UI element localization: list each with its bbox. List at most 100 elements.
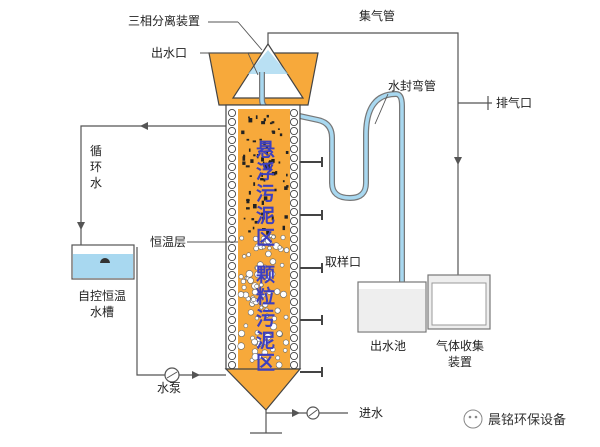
insulation-circle: [289, 324, 299, 334]
suspended-floc: [268, 160, 273, 164]
suspended-floc: [245, 165, 250, 168]
sludge-granule: [282, 339, 289, 346]
label-exhaust: 排气口: [496, 95, 532, 110]
insulation-circle: [289, 333, 299, 343]
sludge-granule: [240, 278, 246, 284]
suspended-floc: [262, 228, 266, 231]
insulation-circle: [289, 288, 299, 298]
sludge-granule: [280, 290, 287, 298]
zone-granular-3: 污: [256, 308, 275, 330]
suspended-floc: [252, 140, 257, 143]
sludge-granule: [259, 282, 264, 288]
suspended-floc: [263, 179, 266, 182]
suspended-floc: [246, 198, 250, 204]
insulation-circle: [289, 108, 299, 118]
sludge-granule: [271, 316, 277, 322]
label-recycle-1: 循: [90, 144, 102, 158]
suspended-floc: [248, 230, 251, 233]
label-effluent-pool: 出水池: [370, 339, 406, 353]
insulation-circle: [227, 225, 237, 235]
suspended-floc: [282, 180, 285, 183]
sludge-granule: [238, 330, 246, 337]
insulation-circle: [289, 198, 299, 208]
sludge-granule: [251, 296, 257, 302]
sludge-granule: [275, 355, 281, 361]
insulation-circle: [227, 153, 237, 163]
sludge-granule: [253, 245, 259, 252]
suspended-floc: [266, 230, 270, 235]
label-three-phase-separator: 三相分离装置: [128, 13, 200, 28]
suspended-floc: [246, 207, 250, 210]
sludge-granule: [282, 348, 288, 353]
suspended-floc: [268, 164, 270, 170]
suspended-floc: [261, 172, 263, 177]
suspended-floc: [250, 159, 254, 163]
sludge-granule: [254, 283, 260, 289]
suspended-floc: [251, 218, 255, 221]
suspended-floc: [261, 121, 266, 125]
suspended-floc: [248, 116, 250, 119]
suspended-floc: [243, 217, 246, 220]
insulation-circle: [227, 306, 237, 316]
zone-granular-2: 粒: [256, 285, 275, 308]
suspended-floc: [263, 142, 266, 146]
insulation-layer-circles: [227, 108, 299, 370]
insulation-circle: [289, 153, 299, 163]
insulation-circle: [227, 324, 237, 334]
suspended-floc: [261, 200, 265, 205]
insulation-circle: [227, 234, 237, 244]
suspended-floc: [262, 161, 265, 166]
suspended-floc: [265, 145, 269, 148]
suspended-floc: [286, 185, 289, 188]
insulation-circle: [289, 279, 299, 289]
sludge-granule: [247, 309, 254, 316]
suspended-floc: [264, 165, 268, 169]
label-outlet: 出水口: [151, 46, 187, 60]
sludge-granule: [262, 301, 269, 308]
label-recycle-2: 环: [90, 160, 102, 174]
heater-icon: [100, 258, 110, 263]
label-gas-header: 集气管: [359, 8, 395, 23]
suspended-floc: [278, 161, 281, 164]
insulation-circle: [227, 243, 237, 253]
sludge-granule: [265, 237, 272, 245]
insulation-circle: [227, 288, 237, 298]
insulation-circle: [227, 198, 237, 208]
insulation-circle: [227, 270, 237, 280]
sludge-granule: [256, 337, 261, 342]
insulation-circle: [227, 144, 237, 154]
sludge-granule: [264, 307, 269, 312]
sludge-granule: [255, 265, 260, 271]
insulation-circle: [289, 306, 299, 316]
suspended-floc: [274, 188, 277, 192]
sludge-granule: [266, 289, 273, 295]
insulation-circle: [227, 162, 237, 172]
suspended-floc: [248, 148, 251, 152]
label-water-seal: 水封弯管: [388, 78, 436, 93]
sludge-granule: [275, 361, 283, 369]
sludge-granule: [261, 349, 268, 356]
suspended-floc: [271, 216, 274, 221]
label-pump: 水泵: [157, 381, 181, 395]
sludge-granule: [246, 252, 251, 257]
suspended-floc: [254, 220, 258, 224]
watermark: 晨铭环保设备: [463, 409, 566, 429]
suspended-floc: [271, 158, 275, 163]
sludge-granule: [242, 254, 247, 259]
sludge-granule: [277, 245, 282, 250]
suspended-floc: [259, 138, 262, 141]
sludge-granule: [265, 275, 271, 282]
sludge-granule: [264, 313, 270, 318]
recycle-pipe: [80, 125, 226, 254]
suspended-floc: [263, 118, 266, 122]
sludge-granule: [259, 305, 264, 310]
suspended-floc: [271, 121, 275, 124]
insulation-circle: [227, 180, 237, 190]
sludge-granule: [267, 246, 272, 251]
zone-granular-1: 颗: [256, 264, 275, 286]
suspended-floc: [284, 215, 288, 219]
wechat-icon: [463, 409, 483, 429]
insulation-circle: [289, 342, 299, 352]
